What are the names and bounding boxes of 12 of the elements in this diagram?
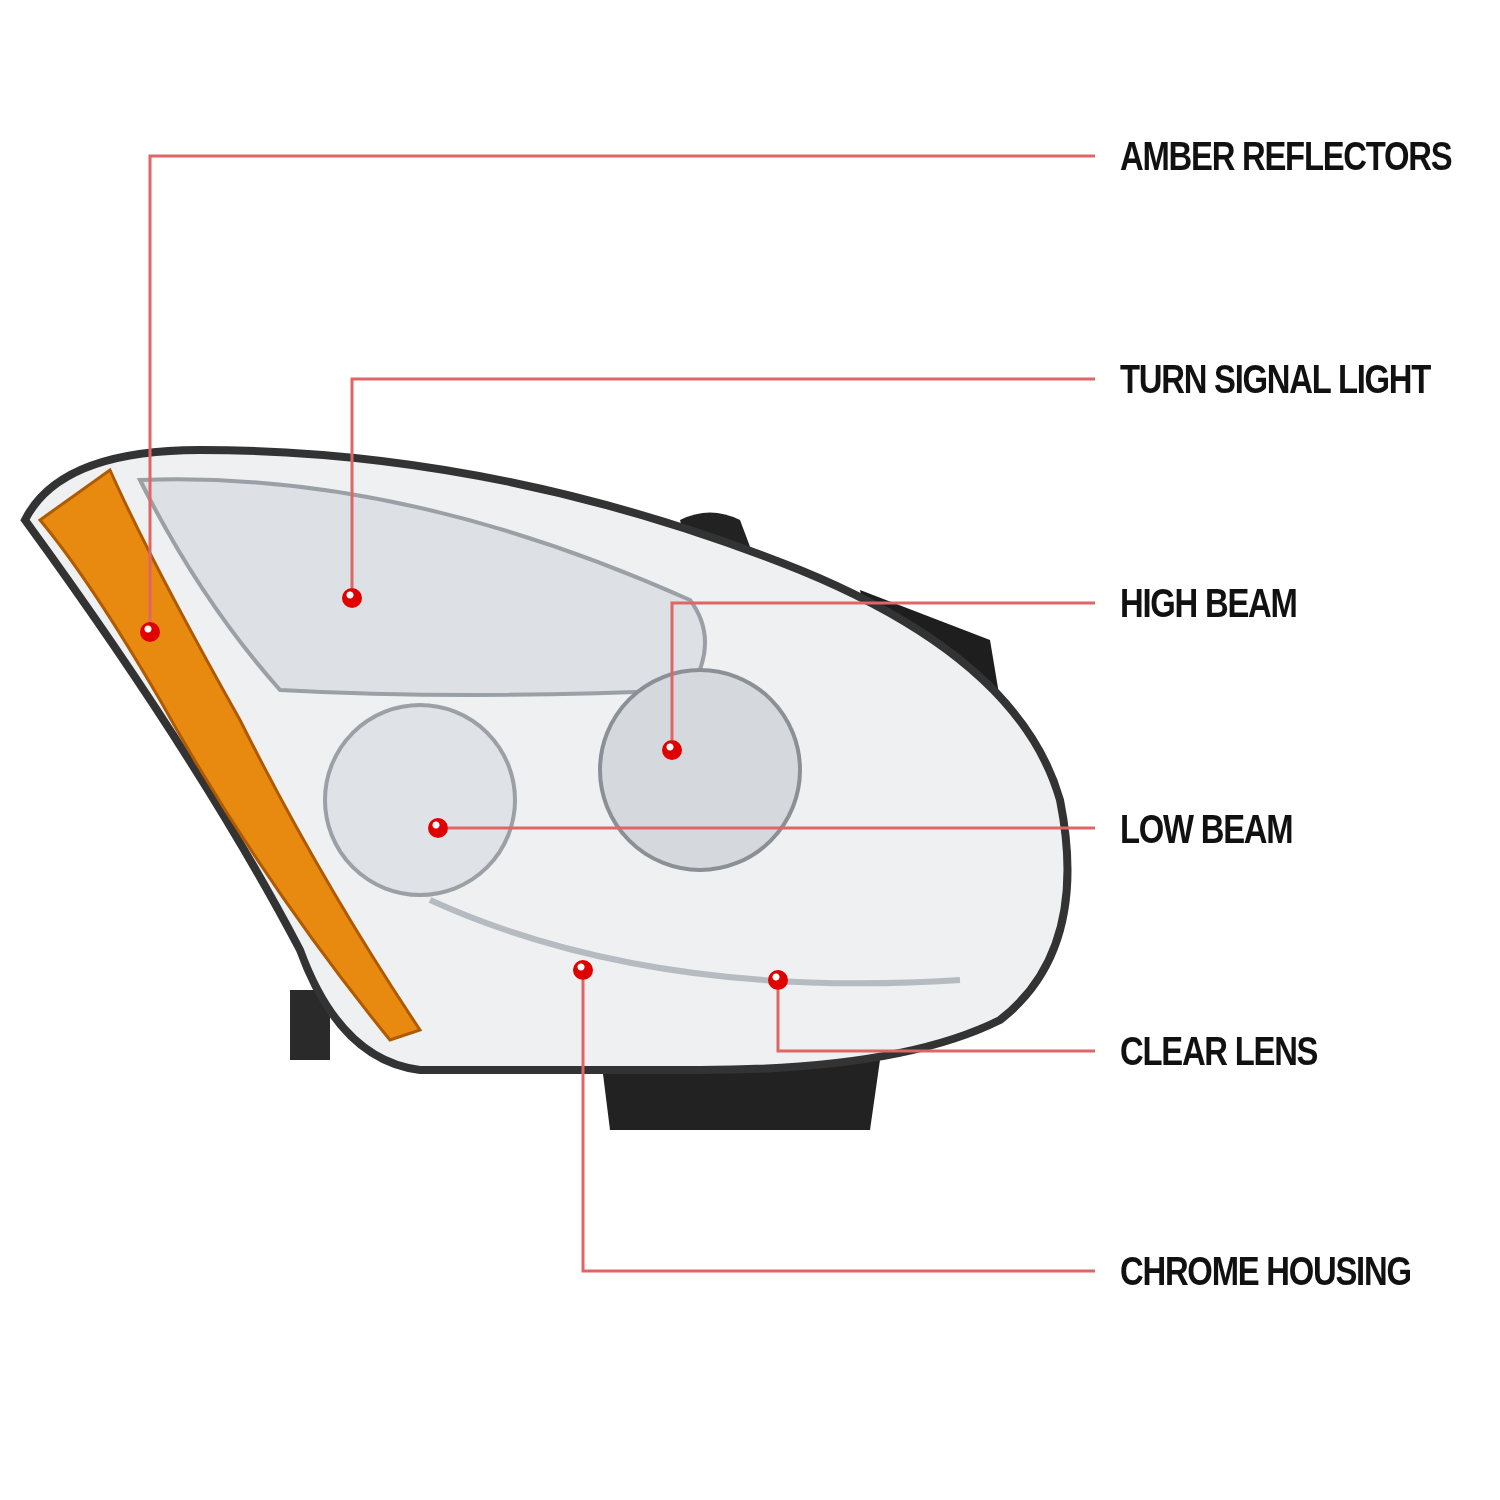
- part-label: TURN SIGNAL LIGHT: [1120, 355, 1431, 403]
- part-label: AMBER REFLECTORS: [1120, 132, 1452, 180]
- part-label: CHROME HOUSING: [1120, 1247, 1411, 1295]
- leader-line: [581, 980, 1095, 1273]
- leader-line: [448, 826, 1095, 830]
- part-label: HIGH BEAM: [1120, 579, 1297, 627]
- leader-line: [350, 377, 1095, 588]
- leader-line: [148, 154, 1095, 622]
- leader-line: [776, 990, 1095, 1053]
- leader-line: [670, 601, 1095, 740]
- part-label: LOW BEAM: [1120, 805, 1293, 853]
- part-label: CLEAR LENS: [1120, 1027, 1318, 1075]
